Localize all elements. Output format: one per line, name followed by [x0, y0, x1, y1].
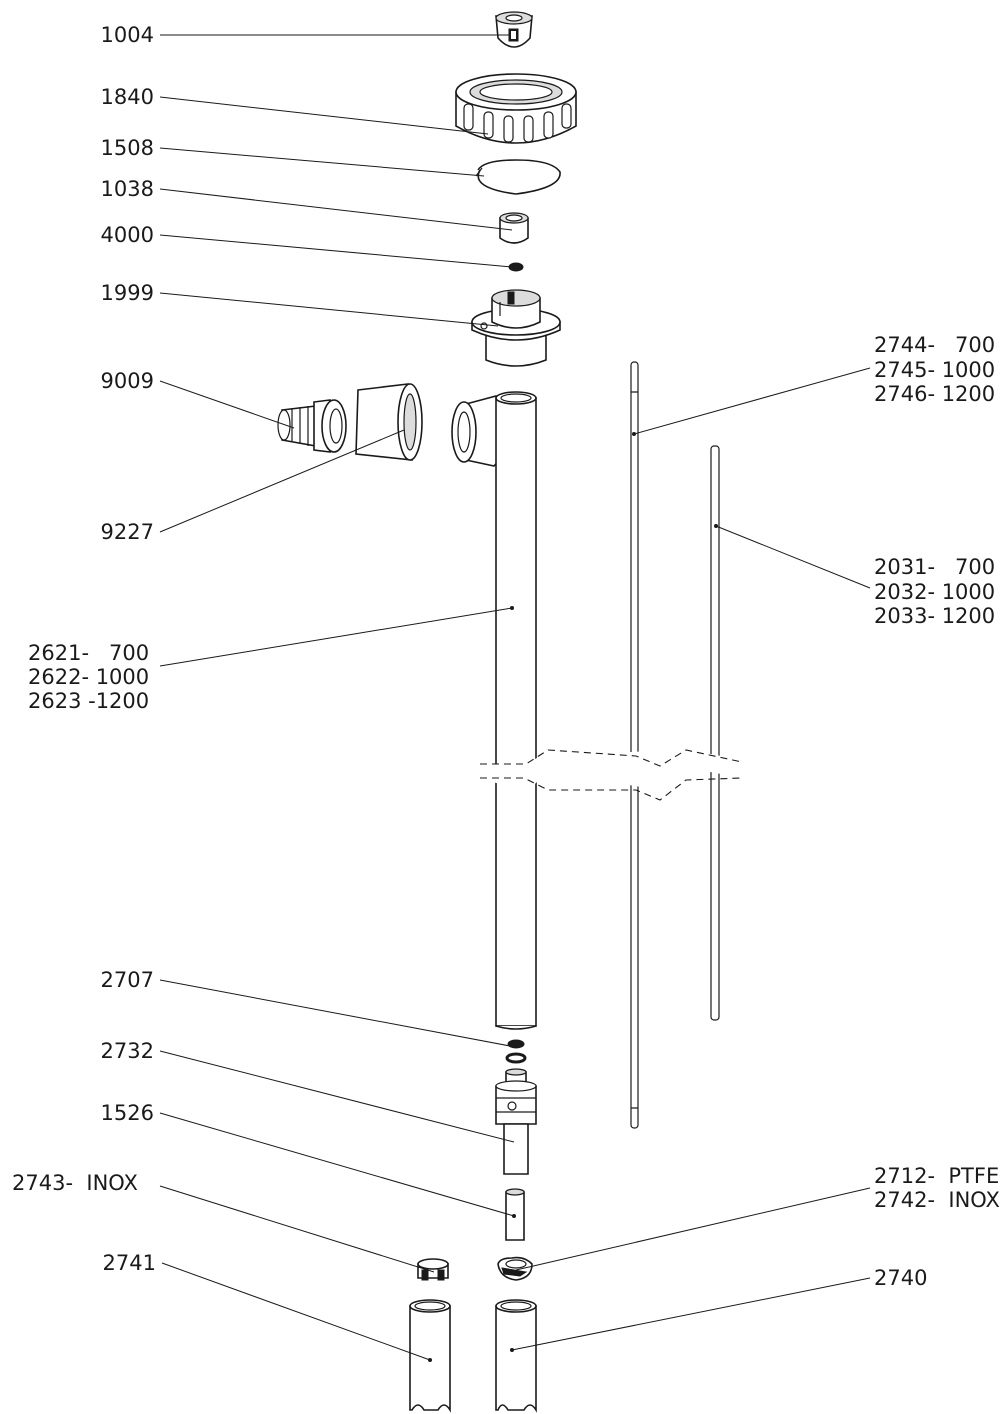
label-2741: 2741 — [103, 1251, 156, 1275]
label-9227: 9227 — [101, 520, 154, 544]
label-1508: 1508 — [101, 136, 154, 160]
label-2033: 2033- 1200 — [874, 604, 995, 628]
label-1038: 1038 — [101, 177, 154, 201]
part-1508-circlip — [475, 159, 561, 195]
label-2032: 2032- 1000 — [874, 580, 995, 604]
part-2732-shaft-assembly — [495, 1068, 537, 1175]
part-2740-foot-tube — [495, 1299, 537, 1413]
part-1038-bushing — [499, 212, 529, 244]
label-2740: 2740 — [874, 1266, 927, 1290]
part-9009-hose-fitting — [277, 399, 347, 453]
part-1004-cap — [495, 11, 533, 48]
leader-lines — [159, 34, 871, 1361]
label-1840: 1840 — [101, 85, 154, 109]
label-2622: 2622- 1000 — [28, 665, 149, 689]
part-labels: 1004 1840 1508 1038 4000 1999 9009 9227 … — [12, 23, 1000, 1290]
label-2707: 2707 — [101, 968, 154, 992]
label-2743: 2743- INOX — [12, 1171, 138, 1195]
part-9227-sleeve — [355, 383, 423, 461]
label-2732: 2732 — [101, 1039, 154, 1063]
part-1999-flange — [471, 289, 561, 367]
label-2621: 2621- 700 — [28, 641, 149, 665]
break-line — [480, 748, 743, 801]
part-1840-ring-nut — [455, 73, 577, 144]
part-short-rod — [710, 445, 720, 1021]
part-2743-rotor — [417, 1258, 449, 1281]
label-1526: 1526 — [101, 1101, 154, 1125]
label-2746: 2746- 1200 — [874, 382, 995, 406]
part-long-rod — [630, 361, 639, 1129]
part-2712-rotor — [497, 1256, 533, 1281]
label-9009: 9009 — [101, 369, 154, 393]
label-4000: 4000 — [101, 223, 154, 247]
label-2744: 2744- 700 — [874, 333, 995, 357]
label-1999: 1999 — [101, 281, 154, 305]
part-main-tube — [495, 391, 537, 1030]
label-2712: 2712- PTFE — [874, 1164, 999, 1188]
label-2742: 2742- INOX — [874, 1188, 1000, 1212]
label-1004: 1004 — [101, 23, 154, 47]
label-2745: 2745- 1000 — [874, 358, 995, 382]
part-2707-o-rings — [505, 1039, 527, 1064]
label-2623: 2623 -1200 — [28, 689, 149, 713]
leader-dots — [428, 432, 718, 1362]
label-2031: 2031- 700 — [874, 555, 995, 579]
